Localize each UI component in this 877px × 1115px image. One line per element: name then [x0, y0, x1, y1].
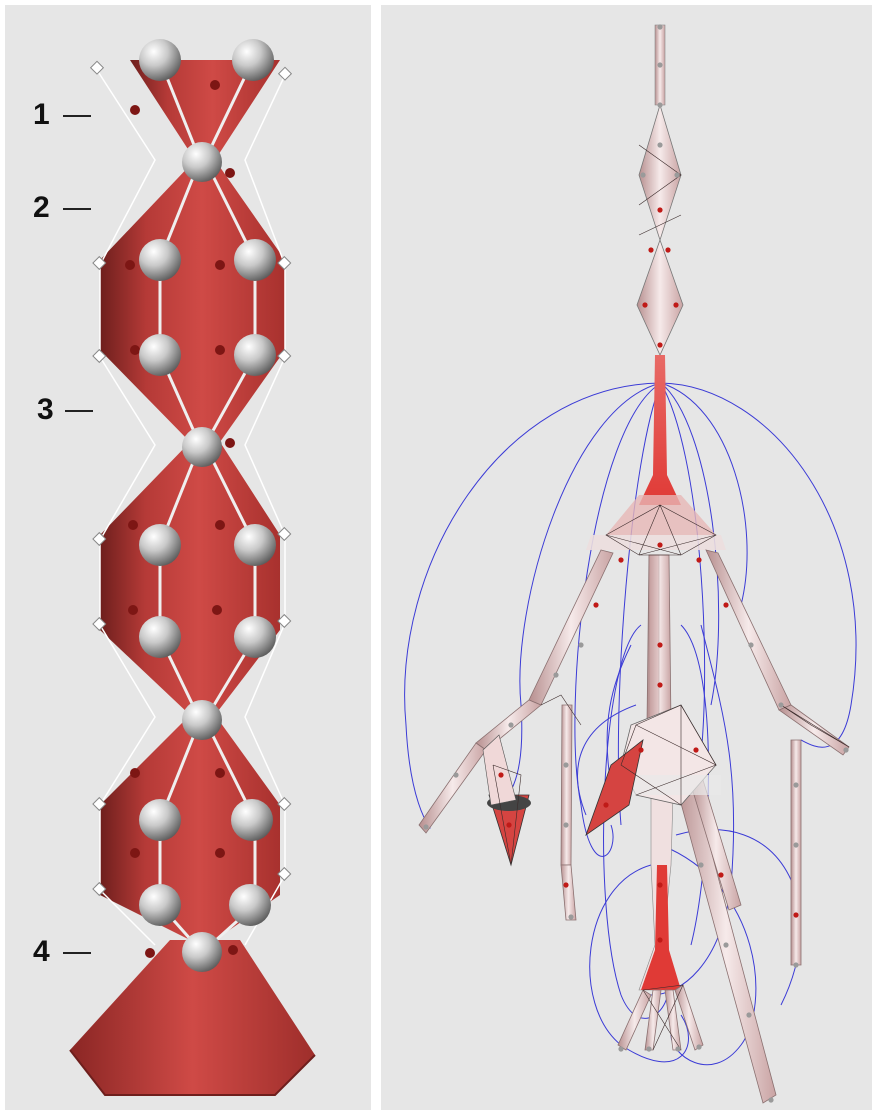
lattice-column-panel: 1 2 3 4 [5, 5, 371, 1110]
level-tick-2 [63, 208, 91, 210]
top-stem [637, 25, 683, 505]
level-tick-1 [63, 115, 91, 117]
level-label-4: 4 [33, 937, 50, 967]
sample-points-grey [423, 24, 848, 1102]
branching-structure-panel [381, 5, 872, 1110]
lattice-column-drawing [5, 5, 371, 1110]
level-tick-3 [65, 410, 93, 412]
level-label-3: 3 [37, 395, 54, 425]
upper-hub [586, 495, 726, 550]
branching-structure-drawing [381, 5, 872, 1110]
level-label-2: 2 [33, 193, 50, 223]
lower-stem [639, 795, 681, 990]
level-tick-4 [63, 952, 91, 954]
level-label-1: 1 [33, 100, 50, 130]
connector-curves [405, 383, 856, 1065]
